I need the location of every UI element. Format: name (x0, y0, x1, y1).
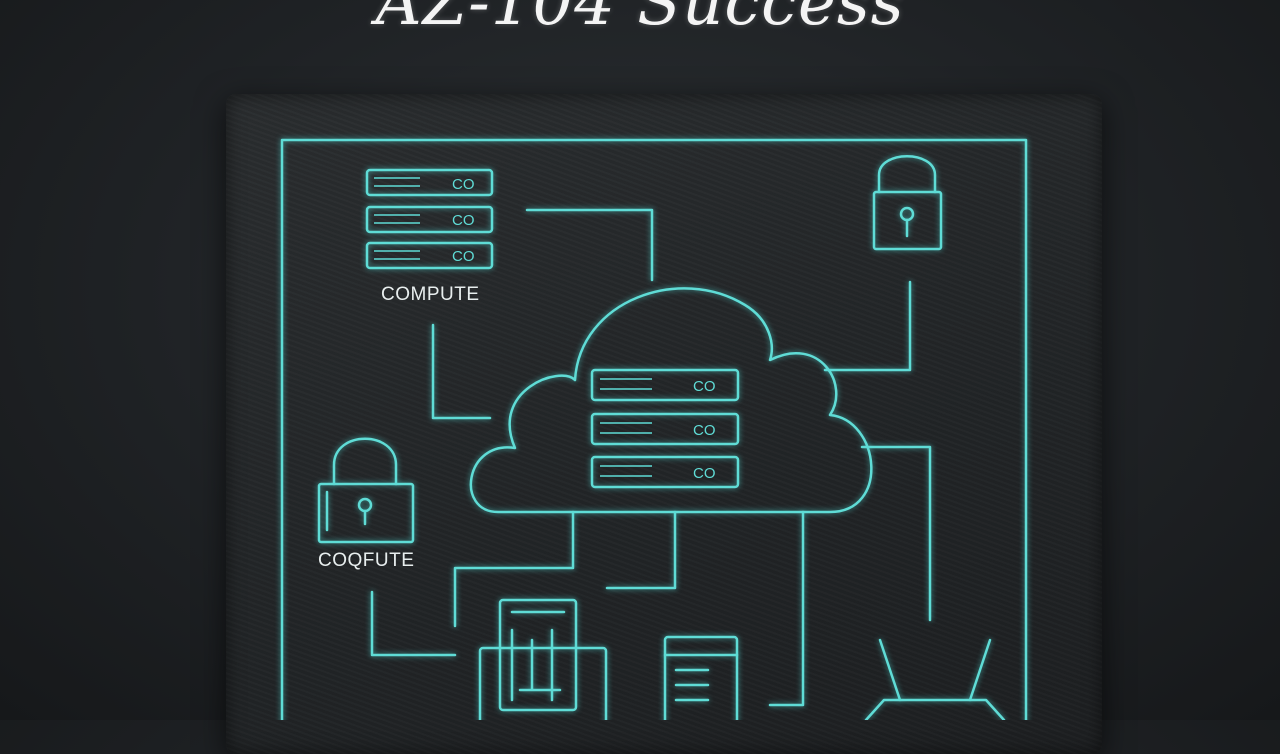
padlock-icon (872, 155, 943, 251)
diagram-frame (280, 138, 1028, 720)
server-rack-icon: CO CO CO (590, 368, 740, 489)
cloud-icon (469, 287, 873, 514)
architecture-diagram: CO CO CO CO CO CO (280, 138, 1028, 720)
compute-label-left: COQFUTE (318, 550, 415, 571)
server-badge: CO (693, 378, 716, 395)
server-tower-icon (663, 635, 739, 720)
router-icon (864, 638, 1006, 720)
compute-label: COMPUTE (381, 284, 480, 305)
page-title: AZ-104 Success (375, 0, 905, 40)
padlock-icon (317, 437, 415, 544)
server-badge: CO (452, 248, 475, 265)
server-badge: CO (452, 212, 475, 229)
connector-lines (370, 208, 932, 707)
server-rack-icon: CO CO CO (365, 168, 494, 270)
server-badge: CO (693, 465, 716, 482)
server-badge: CO (452, 176, 475, 193)
server-badge: CO (693, 422, 716, 439)
storage-device-icon (478, 598, 608, 720)
